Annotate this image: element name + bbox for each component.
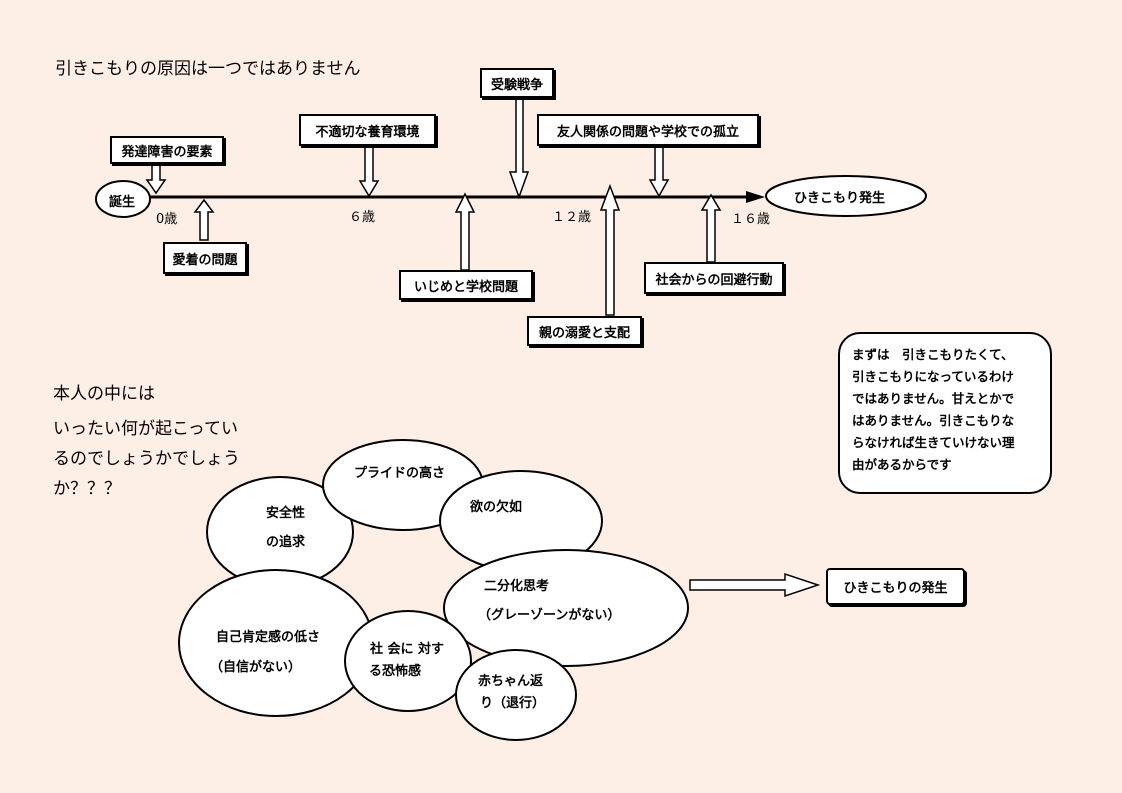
- arrows-above: [145, 96, 670, 200]
- age-label-6: ６歳: [349, 210, 376, 225]
- arrow-friends: [648, 140, 670, 198]
- bubbles: [178, 439, 689, 741]
- bubble-safety-line-1: 安全性: [266, 506, 306, 521]
- bubble-self-esteem-line-1: 自己肯定感の低さ: [216, 630, 321, 645]
- bubble-social-fear-line-2: る恐怖感: [369, 664, 422, 679]
- bubble-safety-line-2: の追求: [266, 535, 306, 550]
- arrow-attachment: [193, 198, 215, 241]
- hikikomori-onset-ellipse: [765, 175, 927, 217]
- bubble-desire-label: 欲の欠如: [470, 500, 523, 515]
- bubble-social-fear-line-1: 社 会に 対す: [370, 642, 445, 657]
- result-arrow: [689, 572, 821, 598]
- bubble-regression: [455, 649, 577, 741]
- arrow-avoidance: [700, 193, 722, 263]
- bubble-regression-line-2: り（退行）: [480, 696, 546, 711]
- birth-ellipse: [95, 180, 151, 218]
- arrow-exam: [508, 96, 530, 200]
- age-label-16: １６歳: [731, 212, 771, 227]
- inner-question-line-3: か？？？: [53, 479, 121, 499]
- cause-developmental: 発達障害の要素: [110, 136, 224, 164]
- age-label-0: 0歳: [156, 212, 178, 227]
- bubble-self-esteem-line-2: （自信がない）: [210, 660, 302, 675]
- onset-label: ひきこもり発生: [794, 191, 886, 206]
- arrow-parenting: [358, 144, 380, 198]
- result-box: ひきこもりの発生: [826, 568, 965, 605]
- bubble-social-fear: [344, 610, 472, 712]
- inner-question-line-2: るのでしょうかでしょう: [53, 449, 240, 469]
- inner-heading: 本人の中には: [53, 384, 155, 404]
- note-box: まずは 引きこもりたくて、 引きこもりになっているわけ ではありません。甘えとか…: [838, 332, 1052, 494]
- timeline-title: 引きこもりの原因は一つではありません: [55, 59, 361, 79]
- bubble-dichotomy-line-2: （グレーゾーンがない）: [478, 608, 621, 623]
- cause-avoidance: 社会からの回避行動: [644, 262, 784, 294]
- birth-label: 誕生: [109, 195, 136, 210]
- bubble-pride-label: プライドの高さ: [354, 466, 446, 481]
- timeline-arrowhead: [746, 191, 765, 203]
- cause-bullying: いじめと学校問題: [399, 270, 533, 300]
- inner-question-line-1: いったい何が起こってい: [53, 419, 238, 439]
- bubble-regression-line-1: 赤ちゃん返: [478, 674, 544, 689]
- age-label-12: １２歳: [552, 210, 592, 225]
- cause-exam: 受験戦争: [480, 68, 554, 98]
- cause-attachment: 愛着の問題: [163, 242, 247, 274]
- bubble-dichotomy-line-1: 二分化思考: [484, 579, 550, 594]
- cause-friends: 友人関係の問題や学校での孤立: [537, 114, 759, 146]
- bubble-dichotomy: [443, 549, 689, 667]
- cause-parenting: 不適切な養育環境: [299, 114, 436, 146]
- cause-overprotection: 親の溺愛と支配: [527, 316, 642, 346]
- arrow-overprotection: [599, 183, 621, 316]
- arrow-developmental: [145, 161, 167, 195]
- arrow-bullying: [454, 192, 476, 271]
